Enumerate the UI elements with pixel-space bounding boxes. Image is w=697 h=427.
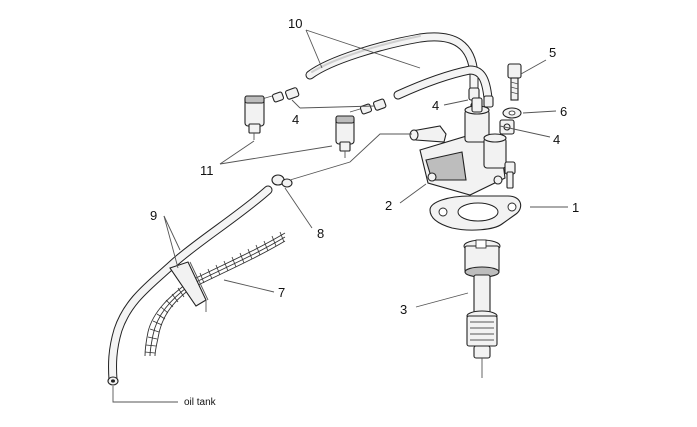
- callout-7: 7: [278, 285, 285, 300]
- callout-4-right-lower: 4: [553, 132, 560, 147]
- elbow-cap-right: [335, 115, 355, 158]
- callout-1: 1: [572, 200, 579, 215]
- elbow-cap-left: [244, 95, 265, 140]
- callout-4-upper: 4: [292, 112, 299, 127]
- hose-sleeve: [468, 87, 494, 108]
- hose-clip-8: [271, 174, 293, 188]
- callout-9: 9: [150, 208, 157, 223]
- callout-labels: 10 4 4 4 5 6 11 2 1 9 8 7 3 oil tank: [150, 16, 579, 408]
- callout-10: 10: [288, 16, 302, 31]
- hose-tie-band: [169, 261, 209, 312]
- callout-5: 5: [549, 45, 556, 60]
- callout-2: 2: [385, 198, 392, 213]
- oil-tank-label: oil tank: [184, 397, 217, 408]
- screw-5: [507, 63, 522, 101]
- callout-6: 6: [560, 104, 567, 119]
- callout-3: 3: [400, 302, 407, 317]
- washer-6: [502, 107, 522, 119]
- hose-10-upper: [305, 32, 479, 93]
- hose-clip-upper: [261, 87, 300, 103]
- callout-8: 8: [317, 226, 324, 241]
- oil-pump-body: [409, 97, 516, 196]
- gasket-1: [429, 195, 522, 231]
- callout-4-right-top: 4: [432, 98, 439, 113]
- leader-lines: [112, 29, 568, 403]
- callout-11: 11: [200, 163, 214, 178]
- spring-sleeve-7: [144, 231, 286, 357]
- hose-10-lower: [393, 65, 493, 103]
- drive-shaft-3: [463, 239, 501, 378]
- hose-9-oil-tank-line: [107, 185, 273, 386]
